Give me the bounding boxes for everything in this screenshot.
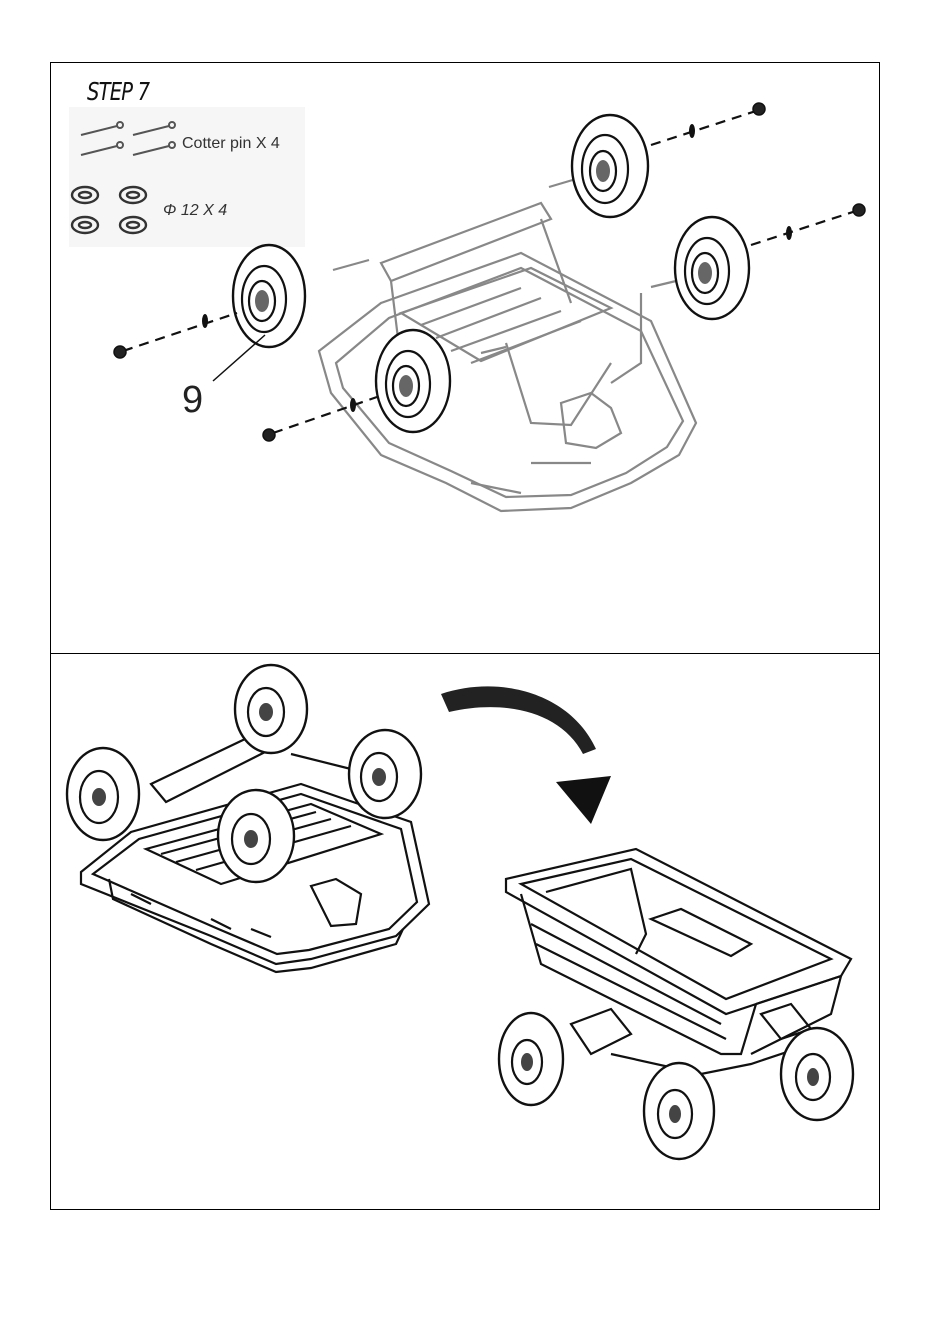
wagon-body [319,203,696,511]
wheel-icon [349,730,421,818]
parts-box [69,107,305,247]
flip-arrow-icon [441,686,611,824]
wheel-icon [781,1028,853,1120]
washer-label: Φ 12 X 4 [163,202,227,220]
wheel-icon [675,217,749,319]
flip-panel [50,653,880,1210]
flip-wagon-diagram [51,654,881,1211]
wheel-icon [233,245,305,347]
callout-leader [213,335,265,381]
wheel-icon [644,1063,714,1159]
wheel-icon [499,1013,563,1105]
wheel-icon [376,330,450,432]
part-number-callout: 9 [182,379,203,422]
wheel-icon [235,665,307,753]
wheel-icon [218,790,294,882]
cotter-pin-label: Cotter pin X 4 [182,135,280,153]
wheel-assembly-diagram [51,63,881,655]
wheel-icon [67,748,139,840]
wheel-icon [572,115,648,217]
step-panel: STEP 7 [50,62,880,654]
